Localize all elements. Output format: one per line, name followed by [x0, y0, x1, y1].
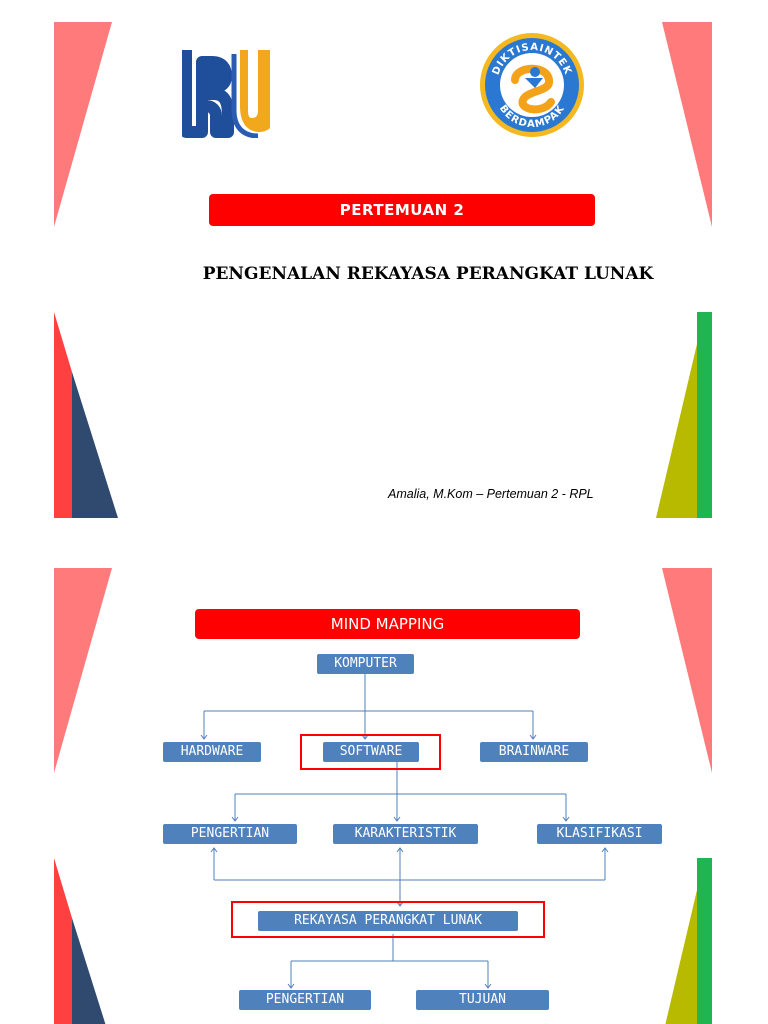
node-software: SOFTWARE: [323, 742, 419, 762]
diktisaintek-berdampak-logo-icon: DIKTISAINTEK BERDAMPAK: [477, 30, 587, 140]
node-rekayasa-perangkat-lunak: REKAYASA PERANGKAT LUNAK: [258, 911, 518, 931]
bottom-right-green-triangle: [697, 858, 712, 1024]
mind-map-connectors: [200, 674, 609, 989]
top-right-triangle: [662, 568, 712, 773]
bottom-right-green-triangle: [697, 312, 712, 518]
node-brainware: BRAINWARE: [480, 742, 588, 762]
node-karakteristik: KARAKTERISTIK: [333, 824, 478, 844]
mind-map-slide: MIND MAPPING: [54, 568, 712, 1024]
node-hardware: HARDWARE: [163, 742, 261, 762]
bottom-right-olive-triangle: [656, 344, 697, 518]
node-tujuan: TUJUAN: [416, 990, 549, 1010]
slide-decoration: [54, 22, 712, 518]
software-highlight: [300, 734, 441, 770]
title-slide: DIKTISAINTEK BERDAMPAK PERTEMUAN 2 PENGE…: [54, 22, 712, 518]
top-right-triangle: [662, 22, 712, 227]
ru-logo-icon: [180, 44, 272, 139]
top-left-triangle: [54, 22, 112, 227]
rpl-highlight: [231, 901, 545, 938]
meeting-banner: PERTEMUAN 2: [209, 194, 595, 226]
bottom-left-navy-triangle: [72, 918, 106, 1024]
top-left-triangle: [54, 568, 112, 773]
bottom-right-olive-triangle: [665, 890, 697, 1024]
mind-mapping-banner: MIND MAPPING: [195, 609, 580, 639]
bottom-left-navy-triangle: [72, 372, 118, 518]
node-komputer: KOMPUTER: [317, 654, 414, 674]
bottom-left-red-triangle: [54, 858, 72, 1024]
author-footer: Amalia, M.Kom – Pertemuan 2 - RPL: [388, 487, 594, 501]
node-pengertian: PENGERTIAN: [163, 824, 297, 844]
node-klasifikasi: KLASIFIKASI: [537, 824, 662, 844]
slide-title: PENGENALAN REKAYASA PERANGKAT LUNAK: [202, 264, 654, 284]
slide-decoration: [54, 568, 712, 1024]
node-pengertian-rpl: PENGERTIAN: [239, 990, 371, 1010]
bottom-left-red-triangle: [54, 312, 72, 518]
